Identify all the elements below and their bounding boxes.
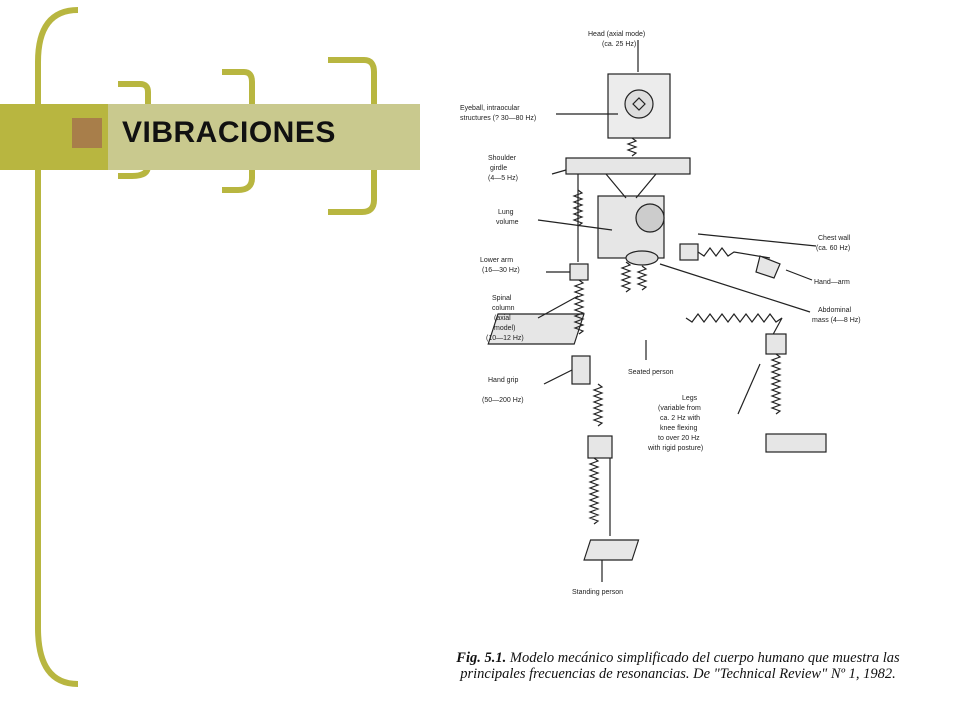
label-hand-grip-2: (50—200 Hz) (482, 397, 524, 404)
label-chest-wall: Chest wall (818, 235, 851, 242)
label-lung-2: volume (496, 219, 519, 226)
label-legs: Legs (682, 395, 698, 402)
lower-arm-mass (569, 263, 589, 281)
eyeball-spring-icon (632, 97, 646, 111)
label-spinal-2: column (492, 305, 515, 312)
slide-title: VIBRACIONES (122, 116, 336, 149)
foot-mass-left (583, 539, 640, 561)
body-vibration-model-diagram: Head (axial mode) (ca. 25 Hz) Eyeball, i… (460, 31, 861, 596)
label-head-freq: (ca. 25 Hz) (602, 41, 636, 48)
shoulder-girdle-mass (565, 157, 691, 175)
label-spinal-5: (10—12 Hz) (486, 335, 524, 342)
caption-text: Modelo mecánico simplificado del cuerpo … (460, 650, 900, 682)
shank-spring-right (770, 353, 782, 415)
label-head: Head (axial mode) (588, 31, 645, 38)
abdominal-spring (636, 265, 648, 291)
large-left-bracket (35, 7, 79, 687)
label-spinal-3: (axial (494, 315, 511, 322)
label-legs-6: with rigid posture) (647, 445, 703, 452)
label-abdominal-2: mass (4—8 Hz) (812, 317, 861, 324)
figure-number: Fig. 5.1. (456, 650, 507, 666)
leader-spinal (537, 295, 579, 319)
right-arm-mass (679, 243, 699, 261)
label-spinal: Spinal (492, 295, 512, 302)
label-shoulder-2: girdle (490, 165, 507, 172)
label-shoulder: Shoulder (488, 155, 517, 162)
label-hand-grip: Hand grip (488, 377, 518, 384)
label-lower-arm-2: (16—30 Hz) (482, 267, 520, 274)
label-lower-arm: Lower arm (480, 257, 513, 264)
chest-links (605, 173, 657, 199)
label-legs-3: ca. 2 Hz with (660, 415, 700, 422)
neck-spring (626, 137, 638, 157)
leader-hand-grip (543, 369, 573, 385)
label-eyeball-2: structures (? 30—80 Hz) (460, 115, 536, 122)
hand-grip-mass (571, 355, 591, 385)
label-chest-wall-2: (ca. 60 Hz) (816, 245, 850, 252)
label-legs-4: knee flexing (660, 425, 697, 432)
leader-abdominal (659, 263, 811, 313)
label-standing: Standing person (572, 589, 623, 596)
title-bar (0, 104, 420, 170)
forearm-spring (573, 279, 585, 335)
shank-spring-left (588, 457, 600, 525)
leader-legs (737, 363, 761, 415)
leader-hand-arm (785, 269, 813, 281)
foot-mass-right (765, 433, 827, 453)
leader-shoulder (551, 169, 567, 175)
label-shoulder-3: (4—5 Hz) (488, 175, 518, 182)
abdominal-mass (625, 250, 659, 266)
hand-mass-right (755, 255, 781, 279)
label-legs-2: (variable from (658, 405, 701, 412)
title-bullet-square (72, 118, 102, 148)
eyeball-mass (624, 89, 654, 119)
label-lung: Lung (498, 209, 514, 216)
label-spinal-4: model) (494, 325, 515, 332)
label-abdominal: Abdominal (818, 307, 852, 314)
leader-lung (537, 219, 613, 231)
leader-chest-wall (697, 233, 817, 247)
knee-mass-right (765, 333, 787, 355)
knee-mass-left (587, 435, 613, 459)
label-seated: Seated person (628, 369, 674, 376)
thigh-spring-right (685, 313, 783, 341)
label-legs-5: to over 20 Hz (658, 435, 700, 442)
upper-arm-spring (572, 189, 584, 227)
figure-caption: Fig. 5.1. Modelo mecánico simplificado d… (438, 650, 918, 682)
label-eyeball: Eyeball, intraocular (460, 105, 520, 112)
thigh-spring-left (592, 383, 604, 427)
lung-volume-mass (635, 203, 665, 233)
right-arm-spring (697, 247, 771, 259)
label-hand-arm: Hand—arm (814, 279, 850, 286)
spinal-spring (620, 261, 632, 293)
